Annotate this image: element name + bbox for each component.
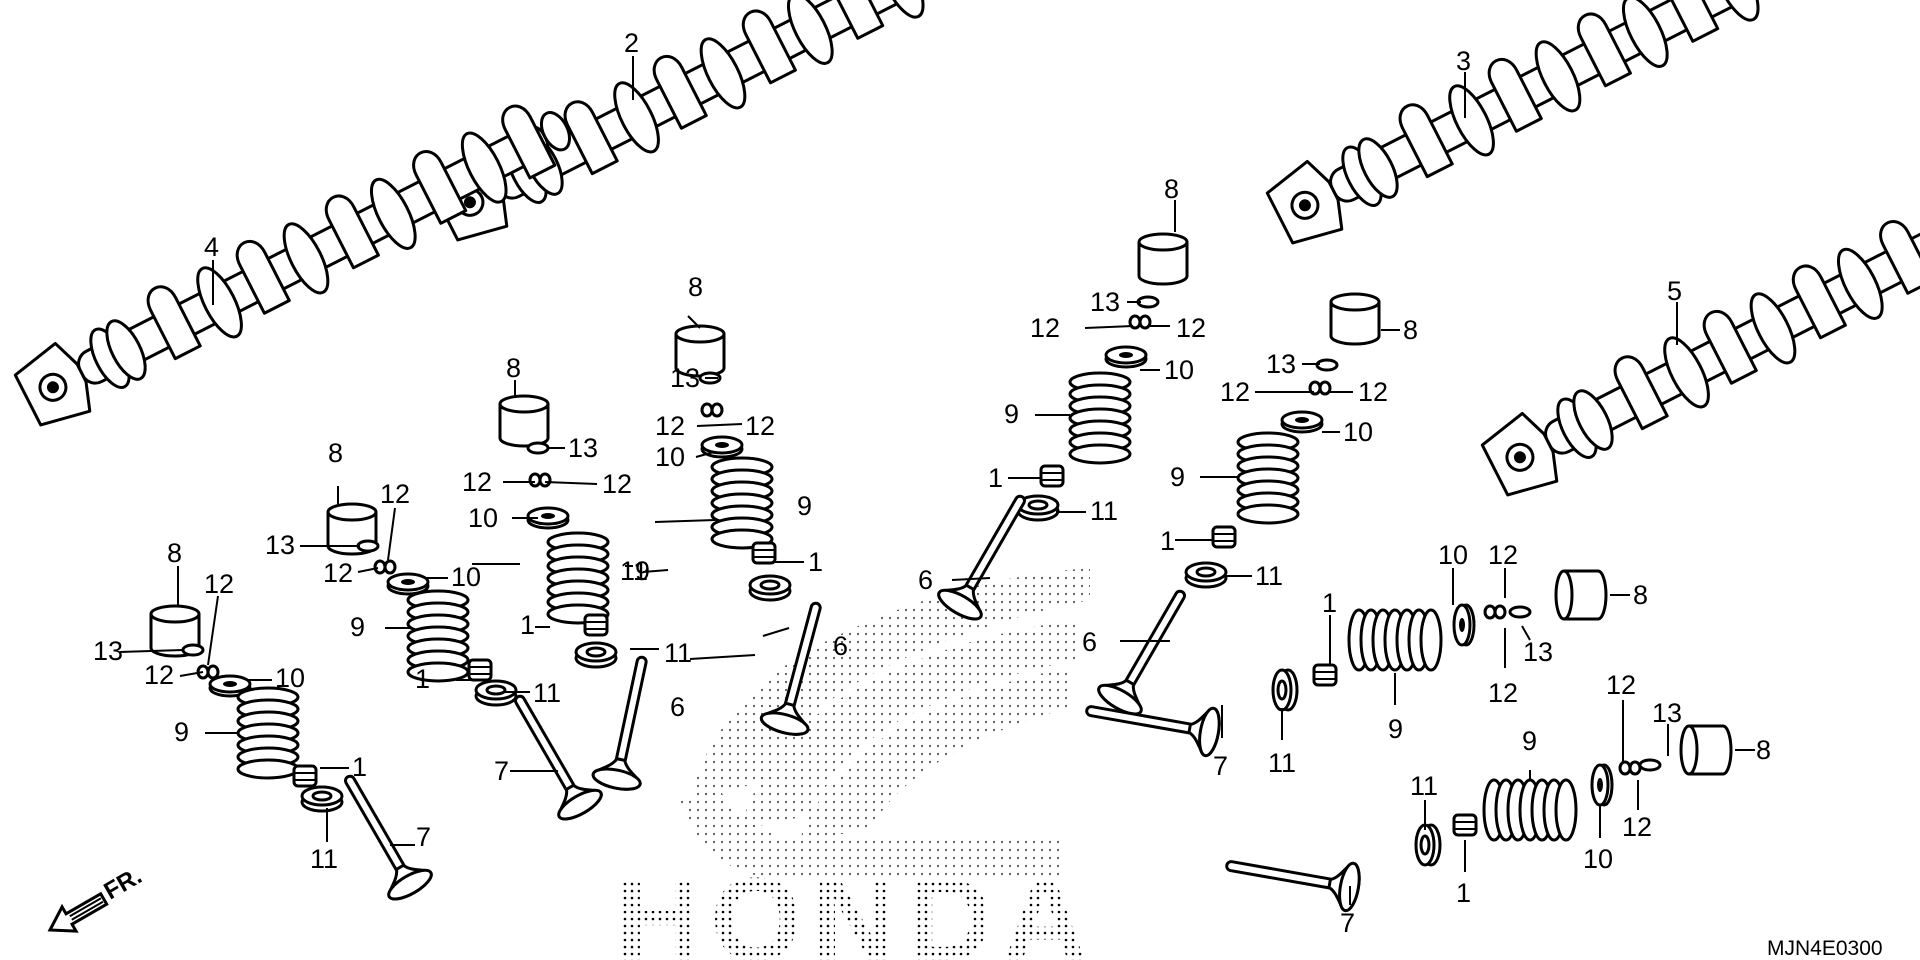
callout-9: 9 [797, 491, 812, 521]
callout-8: 8 [1403, 315, 1418, 345]
callout-7: 7 [416, 822, 431, 852]
callout-2: 2 [624, 28, 639, 58]
callout-6: 6 [918, 565, 933, 595]
callout-13: 13 [1266, 349, 1296, 379]
callout-4: 4 [204, 232, 219, 262]
callout-12: 12 [655, 411, 685, 441]
callout-11: 11 [1410, 771, 1438, 801]
callout-12: 12 [462, 467, 492, 497]
callout-12: 12 [380, 479, 410, 509]
camshaft-part-5 [1474, 156, 1920, 506]
front-direction-arrow-icon [47, 891, 109, 933]
callout-12: 12 [1358, 377, 1388, 407]
camshaft-part-4 [7, 86, 585, 436]
callout-1: 1 [352, 752, 367, 782]
callout-10: 10 [1343, 417, 1373, 447]
callout-labels: 2 4 3 5 8 12 13 12 10 9 1 11 7 8 12 13 1… [93, 28, 1771, 938]
callout-5: 5 [1667, 276, 1682, 306]
callout-7: 7 [494, 756, 509, 786]
callout-8: 8 [167, 538, 182, 568]
callout-10: 10 [1438, 540, 1468, 570]
callout-9: 9 [174, 717, 189, 747]
callout-13: 13 [93, 636, 123, 666]
front-direction-label: FR. [100, 862, 147, 905]
callout-6: 6 [670, 692, 685, 722]
callout-1: 1 [1322, 588, 1337, 618]
callout-13: 13 [1652, 698, 1682, 728]
leader-lines [119, 56, 1755, 905]
callout-12: 12 [1030, 313, 1060, 343]
callout-9: 9 [1522, 726, 1537, 756]
callout-11: 11 [664, 638, 692, 668]
callout-10: 10 [275, 663, 305, 693]
callout-9: 9 [635, 556, 650, 586]
callout-10: 10 [468, 503, 498, 533]
callout-3: 3 [1456, 46, 1471, 76]
callout-9: 9 [1388, 714, 1403, 744]
callout-13: 13 [265, 530, 295, 560]
callout-10: 10 [655, 442, 685, 472]
callout-12: 12 [144, 660, 174, 690]
callout-10: 10 [451, 562, 481, 592]
callout-8: 8 [1633, 580, 1648, 610]
callout-6: 6 [1082, 627, 1097, 657]
callout-11: 11 [533, 678, 561, 708]
callout-13: 13 [568, 433, 598, 463]
callout-13: 13 [670, 363, 700, 393]
callout-7: 7 [1213, 751, 1228, 781]
callout-11: 11 [1268, 748, 1296, 778]
callout-7: 7 [1340, 908, 1355, 938]
callout-1: 1 [808, 547, 823, 577]
diagram-code: MJN4E0300 [1767, 937, 1883, 960]
callout-1: 1 [1160, 526, 1175, 556]
callout-11: 11 [620, 556, 648, 586]
callout-11: 11 [1255, 561, 1283, 591]
callout-13: 13 [1090, 287, 1120, 317]
callout-8: 8 [1164, 174, 1179, 204]
callout-1: 1 [988, 463, 1003, 493]
callout-13: 13 [1523, 637, 1553, 667]
callout-12: 12 [1220, 377, 1250, 407]
callout-8: 8 [506, 353, 521, 383]
honda-wing-logo-icon [680, 568, 1090, 880]
callout-12: 12 [602, 469, 632, 499]
valve-stack-h [1227, 724, 1733, 912]
callout-12: 12 [1622, 812, 1652, 842]
camshaft-part-3 [1259, 0, 1837, 254]
callout-12: 12 [745, 411, 775, 441]
callout-12: 12 [323, 558, 353, 588]
callout-8: 8 [688, 272, 703, 302]
callout-9: 9 [1170, 462, 1185, 492]
callout-12: 12 [1606, 670, 1636, 700]
honda-watermark-text: HONDA [615, 854, 1098, 960]
callout-1: 1 [520, 610, 535, 640]
callout-11: 11 [310, 844, 338, 874]
callout-10: 10 [1164, 355, 1194, 385]
callout-6: 6 [833, 631, 848, 661]
valve-stack-e [935, 232, 1189, 624]
callout-12: 12 [1176, 313, 1206, 343]
callout-9: 9 [1004, 399, 1019, 429]
callout-1: 1 [415, 664, 430, 694]
callout-12: 12 [1488, 540, 1518, 570]
callout-8: 8 [328, 438, 343, 468]
callout-8: 8 [1756, 735, 1771, 765]
callout-12: 12 [204, 569, 234, 599]
callout-1: 1 [1456, 878, 1471, 908]
callout-11: 11 [1090, 496, 1118, 526]
callout-10: 10 [1583, 844, 1613, 874]
callout-9: 9 [350, 612, 365, 642]
callout-12: 12 [1488, 678, 1518, 708]
valve-stack-a [149, 604, 435, 904]
